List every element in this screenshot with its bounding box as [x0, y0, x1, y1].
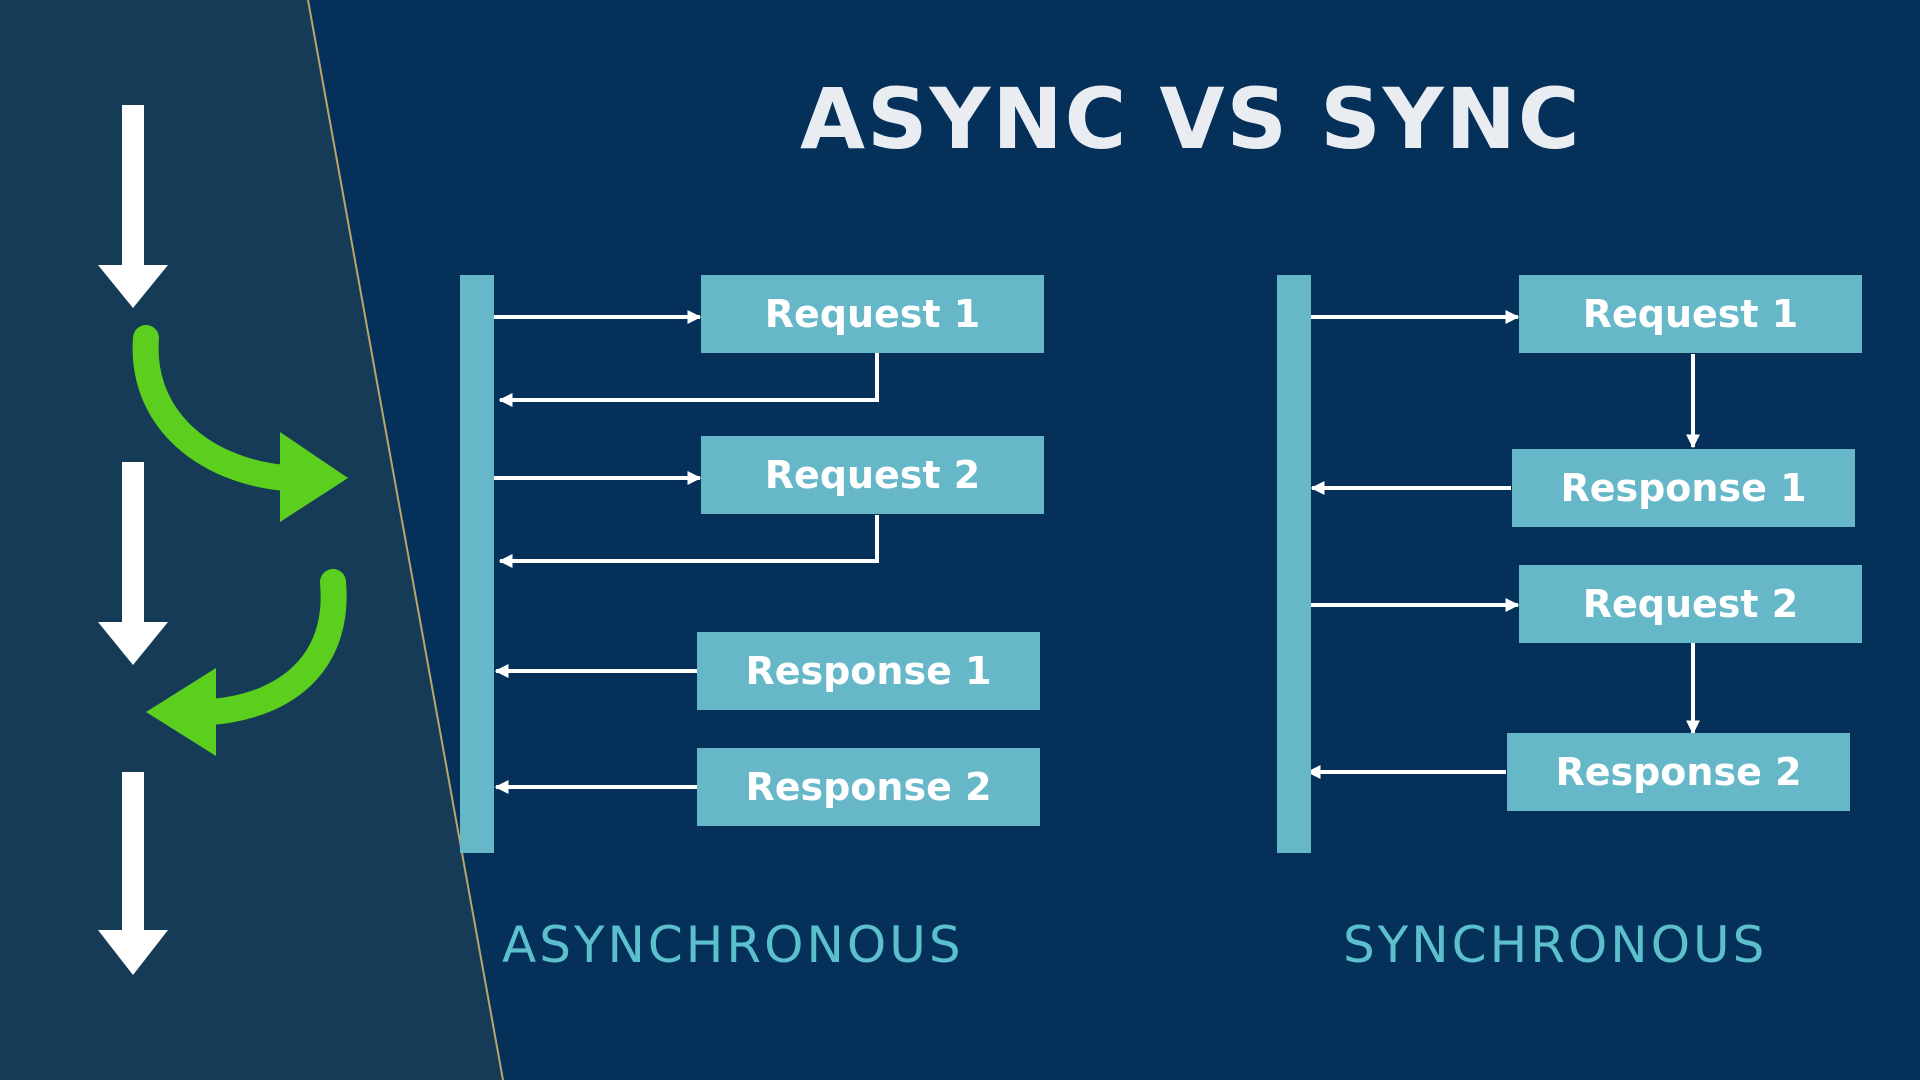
async-connectors — [494, 310, 879, 794]
sync-timeline-bar — [1277, 275, 1311, 853]
async-request-2-box: Request 2 — [701, 436, 1044, 514]
sync-connectors — [1306, 310, 1700, 779]
down-arrow-icon — [98, 772, 168, 975]
sync-response-1-box: Response 1 — [1512, 449, 1855, 527]
async-arrow-reply-2 — [498, 515, 879, 568]
async-response-2-box: Response 2 — [697, 748, 1040, 826]
async-response-1-box: Response 1 — [697, 632, 1040, 710]
sync-request-2-box: Request 2 — [1519, 565, 1862, 643]
down-arrow-icon — [98, 105, 168, 308]
left-panel — [0, 0, 503, 1080]
sync-response-2-box: Response 2 — [1507, 733, 1850, 811]
page-title: ASYNC VS SYNC — [800, 70, 1582, 168]
async-timeline-bar — [460, 275, 494, 853]
async-request-1-box: Request 1 — [701, 275, 1044, 353]
sync-caption: SYNCHRONOUS — [1343, 916, 1768, 974]
curved-left-arrow-icon — [146, 569, 347, 756]
down-arrow-icon — [98, 462, 168, 665]
panel-divider-line — [307, 0, 504, 1080]
sync-request-1-box: Request 1 — [1519, 275, 1862, 353]
async-arrow-reply-1 — [498, 353, 879, 407]
async-caption: ASYNCHRONOUS — [502, 916, 964, 974]
curved-right-arrow-icon — [132, 325, 348, 522]
